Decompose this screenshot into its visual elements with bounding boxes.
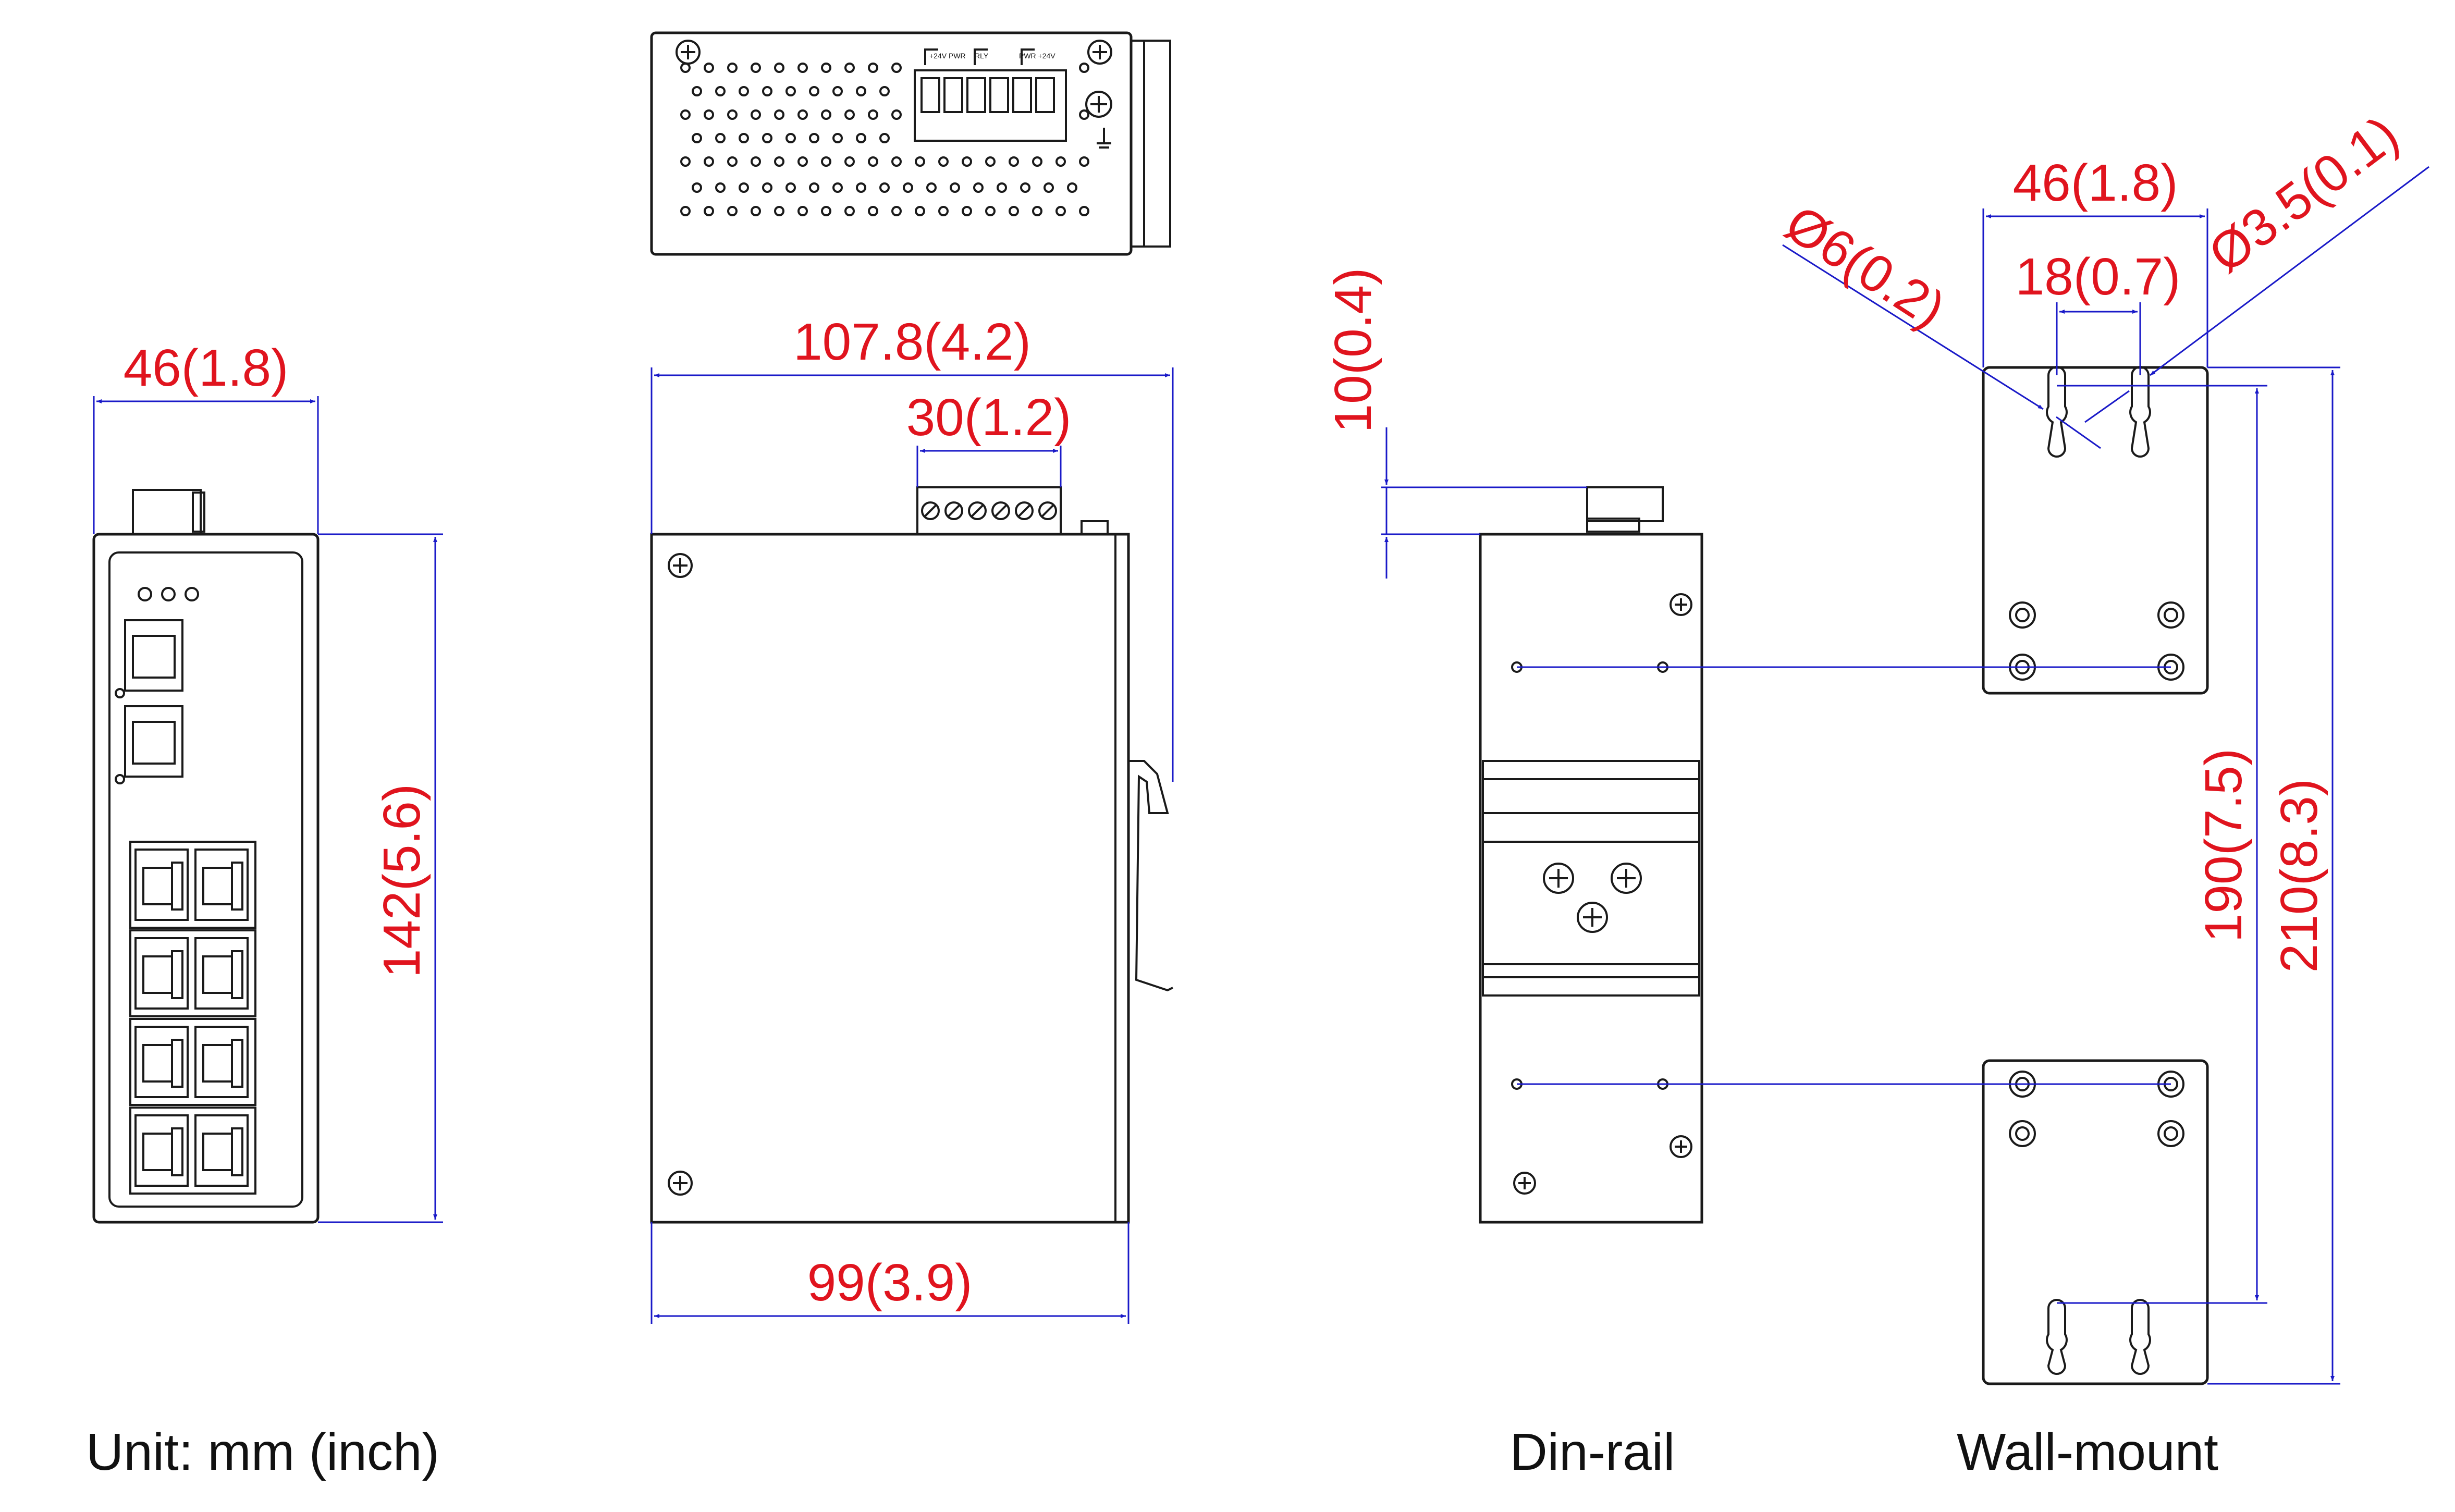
ground-symbol-icon: [1097, 128, 1111, 149]
keyhole-slot-icon: [2046, 1299, 2068, 1375]
din-screw-icon: [1513, 1172, 1536, 1195]
ground-screw-icon: [1085, 91, 1112, 118]
inner-height-label: 190(7.5): [2194, 748, 2253, 942]
side-terminal-block: [916, 486, 1062, 535]
power-terminal-block: +24V PWR RLY PWR +24V: [914, 48, 1067, 142]
din-rail-caption: Din-rail: [1510, 1423, 1675, 1481]
wall-mount-caption: Wall-mount: [1957, 1423, 2218, 1481]
slot-diameter-label: Ø6(0.2): [1775, 194, 1955, 339]
outer-height-label: 210(8.3): [2270, 779, 2328, 973]
front-width-label: 46(1.8): [124, 339, 289, 397]
bracket-screw-icon: [1577, 902, 1608, 933]
din-screw-icon: [1670, 1135, 1692, 1158]
body-depth-label: 99(3.9): [807, 1253, 973, 1312]
rj45-port-grid: [129, 841, 256, 1195]
terminal-width-label: 30(1.2): [906, 388, 1072, 447]
led-indicator: [138, 587, 152, 601]
din-clip-label: 10(0.4): [1324, 268, 1382, 433]
ventilation-holes: [680, 63, 1089, 216]
din-screw-icon: [1670, 593, 1692, 616]
side-screw-icon: [668, 553, 693, 578]
top-screw-icon: [1087, 40, 1112, 65]
bracket-screw-icon: [1611, 863, 1642, 894]
front-view: [92, 489, 320, 1224]
wall-width-label: 46(1.8): [2013, 154, 2178, 212]
wall-plate-bottom: [1982, 1059, 2209, 1385]
dimension-lines: [93, 166, 2429, 1385]
wall-mount-view: [1982, 366, 2209, 1385]
svg-text:+24V PWR: +24V PWR: [929, 52, 966, 60]
bracket-screw-icon: [1543, 863, 1574, 894]
slot-spacing-label: 18(0.7): [2016, 248, 2181, 306]
wall-plate-top: [1982, 366, 2209, 695]
side-ground-lug: [1081, 520, 1109, 535]
svg-text:PWR +24V: PWR +24V: [1019, 52, 1055, 60]
sfp-port: [115, 705, 183, 784]
top-view: +24V PWR RLY PWR +24V: [650, 31, 1171, 256]
keyhole-slot-icon: [2129, 366, 2151, 458]
din-rail-view: [1479, 486, 1703, 1224]
svg-text:RLY: RLY: [975, 52, 989, 60]
led-indicator: [161, 587, 176, 601]
side-screw-icon: [668, 1171, 693, 1196]
front-height-label: 142(5.6): [373, 784, 431, 978]
hole-diameter-label: Ø3.5(0.1): [2198, 105, 2409, 284]
led-indicator: [185, 587, 199, 601]
keyhole-slot-icon: [2046, 366, 2068, 458]
sfp-port: [115, 619, 183, 698]
side-view: [650, 486, 1173, 1224]
din-rail-clip: [1128, 760, 1173, 992]
keyhole-slot-icon: [2129, 1299, 2151, 1375]
side-depth-label: 107.8(4.2): [793, 313, 1031, 371]
unit-caption: Unit: mm (inch): [86, 1423, 439, 1481]
din-rail-bracket: [1482, 760, 1700, 997]
top-screw-icon: [676, 40, 701, 65]
